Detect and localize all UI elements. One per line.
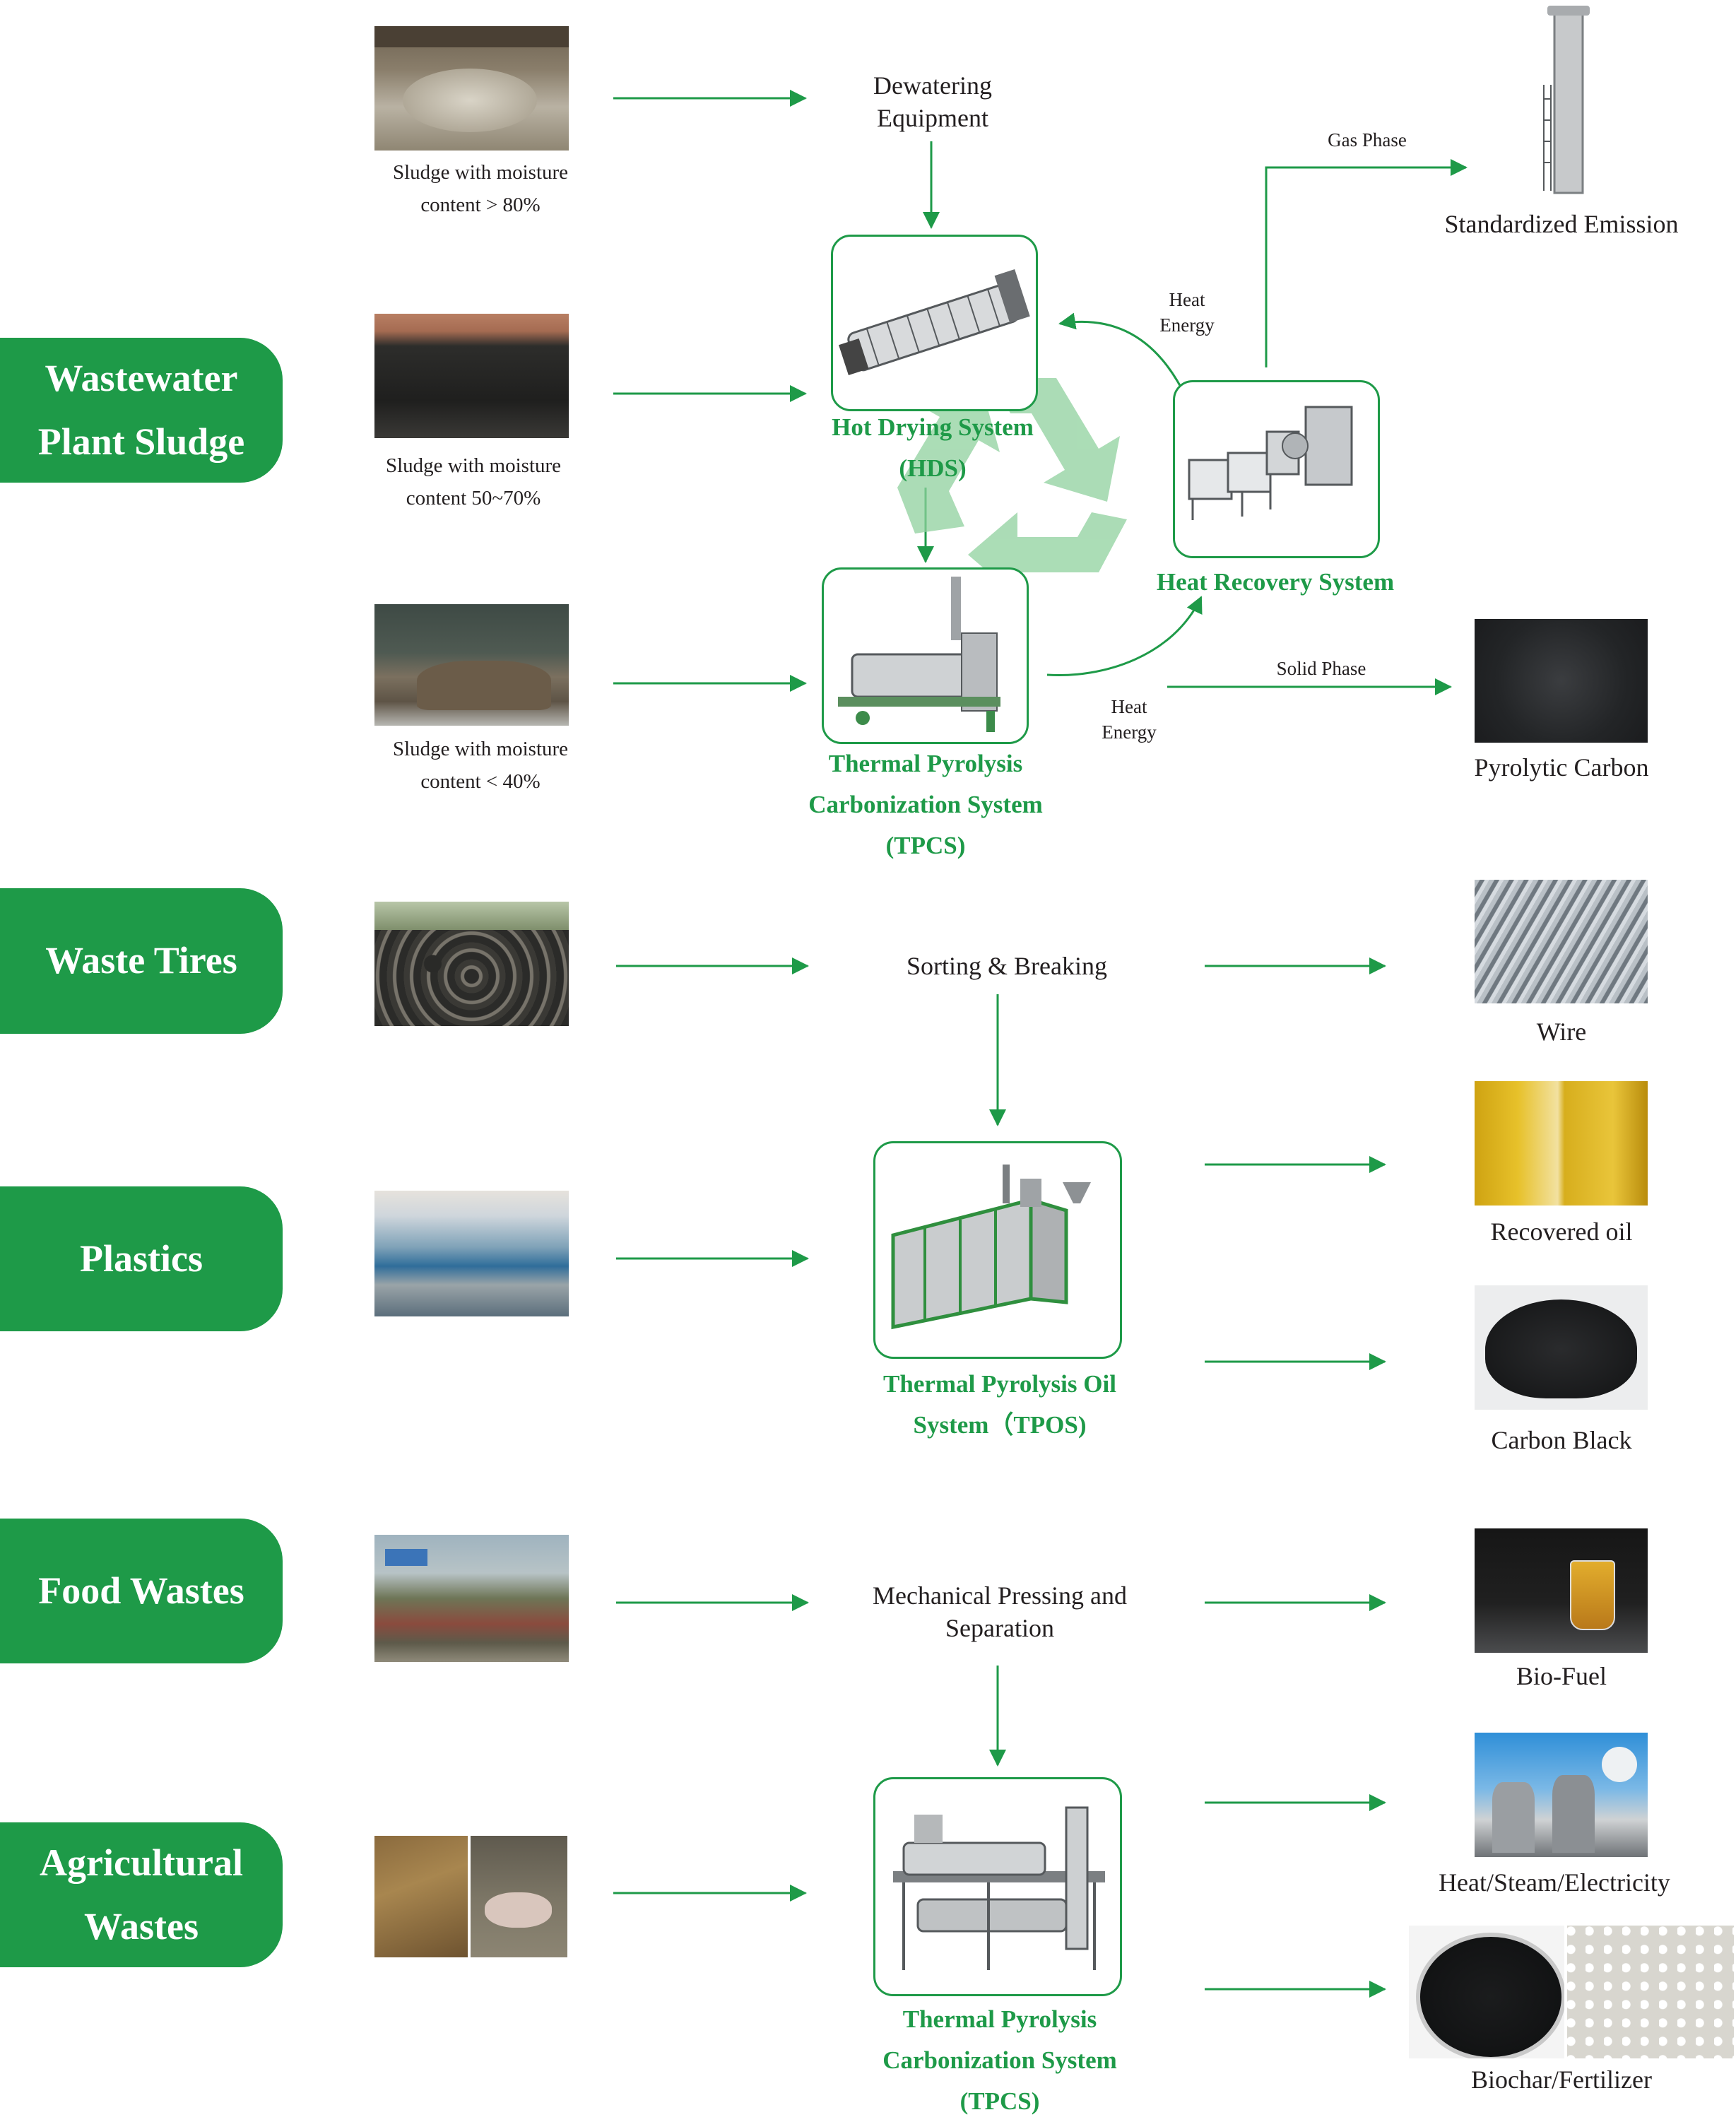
standardized-emission-label: Standardized Emission bbox=[1444, 210, 1679, 238]
pyrolytic-carbon-label: Pyrolytic Carbon bbox=[1474, 753, 1649, 782]
heat-recovery-icon bbox=[1188, 406, 1353, 520]
waste-tires-photo bbox=[374, 902, 569, 1026]
mechanical-pressing-label: Mechanical Pressing and Separation bbox=[873, 1581, 1127, 1642]
bio-fuel-photo bbox=[1475, 1528, 1648, 1653]
agri-livestock-photo bbox=[471, 1836, 567, 1957]
pyrolytic-carbon-photo bbox=[1475, 619, 1648, 743]
tpcs-bottom-label: Thermal Pyrolysis Carbonization System (… bbox=[882, 2005, 1117, 2115]
carbon-black-label: Carbon Black bbox=[1491, 1426, 1632, 1454]
rotary-dryer-icon bbox=[839, 269, 1030, 376]
gas-phase-label: Gas Phase bbox=[1328, 129, 1407, 151]
category-label: Wastewater Plant Sludge bbox=[37, 357, 245, 463]
wire-label: Wire bbox=[1536, 1018, 1587, 1046]
arrow-gas-phase bbox=[1265, 159, 1468, 367]
food-wastes-photo bbox=[374, 1535, 569, 1662]
category-plastics: Plastics bbox=[0, 1186, 283, 1331]
sludge-low-moisture-caption: Sludge with moisture content < 40% bbox=[392, 738, 569, 793]
biochar-photo bbox=[1409, 1926, 1564, 2058]
pyrolysis-reactor-icon bbox=[838, 577, 1000, 732]
arrow-heat-to-hds bbox=[1058, 312, 1188, 400]
solid-phase-label: Solid Phase bbox=[1276, 658, 1366, 679]
heat-recovery-equipment-box bbox=[1173, 380, 1380, 558]
heat-energy-top-label: Heat Energy bbox=[1159, 289, 1215, 336]
sludge-mid-moisture-caption: Sludge with moisture content 50~70% bbox=[385, 454, 562, 509]
fertilizer-photo bbox=[1567, 1926, 1734, 2058]
sludge-high-moisture-photo bbox=[374, 26, 569, 151]
chimney-icon bbox=[1543, 6, 1590, 194]
tpcs-top-equipment-box bbox=[822, 567, 1029, 744]
category-waste-tires: Waste Tires bbox=[0, 888, 283, 1034]
category-label: Agricultural Wastes bbox=[40, 1841, 243, 1947]
sludge-low-moisture-photo bbox=[374, 604, 569, 726]
sludge-high-moisture-caption: Sludge with moisture content > 80% bbox=[392, 161, 569, 216]
category-food-wastes: Food Wastes bbox=[0, 1519, 283, 1663]
sludge-mid-moisture-photo bbox=[374, 314, 569, 438]
category-label: Plastics bbox=[80, 1237, 203, 1280]
heat-energy-bottom-label: Heat Energy bbox=[1102, 696, 1157, 743]
sorting-breaking-label: Sorting & Breaking bbox=[907, 952, 1107, 980]
heat-steam-electricity-label: Heat/Steam/Electricity bbox=[1439, 1868, 1670, 1897]
heat-steam-electricity-photo bbox=[1475, 1733, 1648, 1857]
category-label: Food Wastes bbox=[38, 1569, 244, 1612]
category-wastewater-sludge: Wastewater Plant Sludge bbox=[0, 338, 283, 483]
carbonization-plant-icon bbox=[893, 1806, 1105, 1970]
carbon-black-photo bbox=[1475, 1285, 1648, 1410]
recovered-oil-photo bbox=[1475, 1081, 1648, 1206]
tpcs-top-label: Thermal Pyrolysis Carbonization System (… bbox=[808, 750, 1043, 859]
tpcs-bottom-equipment-box bbox=[873, 1777, 1122, 1996]
recovered-oil-label: Recovered oil bbox=[1490, 1218, 1633, 1246]
plastics-photo bbox=[374, 1191, 569, 1316]
category-agricultural-wastes: Agricultural Wastes bbox=[0, 1822, 283, 1967]
tpos-label: Thermal Pyrolysis Oil System（TPOS) bbox=[883, 1370, 1116, 1439]
tpos-equipment-box bbox=[873, 1141, 1122, 1359]
biochar-fertilizer-label: Biochar/Fertilizer bbox=[1471, 2065, 1652, 2094]
hds-label: Hot Drying System (HDS) bbox=[832, 413, 1034, 482]
pyrolysis-oil-plant-icon bbox=[891, 1165, 1091, 1330]
bio-fuel-label: Bio-Fuel bbox=[1516, 1662, 1607, 1690]
arrow-tpcs-to-heat bbox=[1046, 596, 1203, 677]
agri-straw-photo bbox=[374, 1836, 468, 1957]
dewatering-equipment-label: Dewatering Equipment bbox=[873, 71, 992, 132]
category-label: Waste Tires bbox=[45, 939, 237, 982]
hds-equipment-box bbox=[831, 235, 1038, 411]
heat-recovery-label: Heat Recovery System bbox=[1156, 568, 1395, 596]
wire-photo bbox=[1475, 880, 1648, 1003]
